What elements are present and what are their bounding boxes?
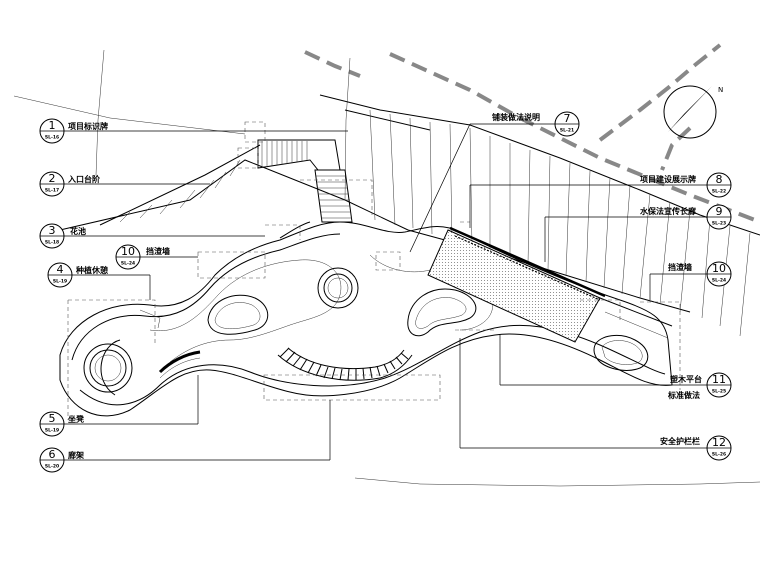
- svg-text:SL-25: SL-25: [712, 389, 726, 395]
- callout-label: 项目标识牌: [68, 121, 108, 131]
- svg-text:SL-23: SL-23: [712, 221, 726, 227]
- callout-7: 7 SL-21 铺装做法说明: [492, 111, 580, 137]
- svg-text:SL-20: SL-20: [45, 464, 59, 470]
- callout-label: 安全护栏栏: [660, 436, 700, 446]
- callout-4: 4 SL-19 种植休憩: [47, 262, 108, 288]
- svg-text:SL-19: SL-19: [53, 279, 67, 285]
- svg-text:SL-22: SL-22: [712, 189, 726, 195]
- svg-text:6: 6: [49, 448, 56, 461]
- svg-text:8: 8: [716, 173, 723, 186]
- callout-8: 8 SL-22 项目建设展示牌: [640, 172, 732, 198]
- road-boundary: [304, 43, 760, 224]
- callout-label: 种植休憩: [75, 265, 108, 275]
- slope-hatch: [119, 109, 751, 337]
- circular-feature-center: [317, 267, 359, 309]
- slope-band: [59, 94, 760, 337]
- detail-boxes: [67, 121, 681, 420]
- callout-5: 5 SL-19 坐凳: [39, 411, 85, 437]
- svg-text:2: 2: [49, 172, 56, 185]
- curved-bench: [158, 350, 201, 379]
- svg-text:SL-19: SL-19: [45, 428, 59, 434]
- planters: [139, 221, 649, 371]
- north-arrow: N: [663, 85, 723, 139]
- radial-pergola: [277, 347, 413, 381]
- svg-text:5: 5: [49, 412, 56, 425]
- circular-feature-left: [83, 343, 133, 393]
- callout-label: 铺装做法说明: [492, 112, 540, 122]
- north-label: N: [718, 86, 723, 94]
- svg-text:4: 4: [57, 263, 64, 276]
- callout-label: 项目建设展示牌: [640, 174, 696, 184]
- callout-label: 挡渣墙: [668, 262, 692, 272]
- svg-text:11: 11: [712, 373, 726, 386]
- callout-12: 12 SL-26 安全护栏栏: [660, 435, 732, 461]
- callout-11: 11 SL-25 塑木平台 标准做法: [667, 372, 732, 400]
- svg-text:10: 10: [712, 262, 726, 275]
- plaza-outline: [59, 221, 673, 417]
- callout-1: 1 SL-16 项目标识牌: [39, 118, 108, 144]
- callout-10-right: 10 SL-24 挡渣墙: [668, 261, 732, 287]
- svg-text:SL-16: SL-16: [45, 135, 59, 141]
- callout-label: 入口台阶: [67, 174, 100, 184]
- callout-label: 坐凳: [68, 414, 85, 424]
- callout-9: 9 SL-23 水保法宣传长廊: [639, 204, 732, 230]
- svg-text:SL-18: SL-18: [45, 240, 59, 246]
- svg-text:3: 3: [49, 224, 56, 237]
- svg-text:12: 12: [712, 436, 726, 449]
- svg-text:SL-24: SL-24: [712, 278, 726, 284]
- callout-label: 水保法宣传长廊: [639, 206, 696, 216]
- callout-label: 廊架: [68, 450, 84, 460]
- callout-label: 挡渣墙: [146, 246, 170, 256]
- callout-2: 2 SL-17 入口台阶: [39, 171, 100, 197]
- callout-label: 花池: [70, 226, 86, 236]
- svg-text:SL-21: SL-21: [560, 128, 574, 134]
- entrance-steps: [257, 139, 353, 223]
- callout-3: 3 SL-18 花池: [39, 223, 86, 249]
- svg-text:SL-17: SL-17: [45, 188, 59, 194]
- svg-text:7: 7: [564, 112, 571, 125]
- svg-text:SL-26: SL-26: [712, 452, 726, 458]
- callout-10-left: 10 SL-24 挡渣墙: [115, 244, 170, 270]
- svg-text:9: 9: [716, 205, 723, 218]
- callout-sublabel: 标准做法: [667, 390, 700, 400]
- callout-label: 塑木平台: [670, 374, 702, 384]
- callout-6: 6 SL-20 廊架: [39, 447, 84, 473]
- svg-text:10: 10: [121, 245, 135, 258]
- svg-text:SL-24: SL-24: [121, 261, 135, 267]
- svg-text:1: 1: [49, 119, 56, 132]
- leader-lines: [64, 123, 707, 461]
- promenade-gallery: [427, 226, 673, 343]
